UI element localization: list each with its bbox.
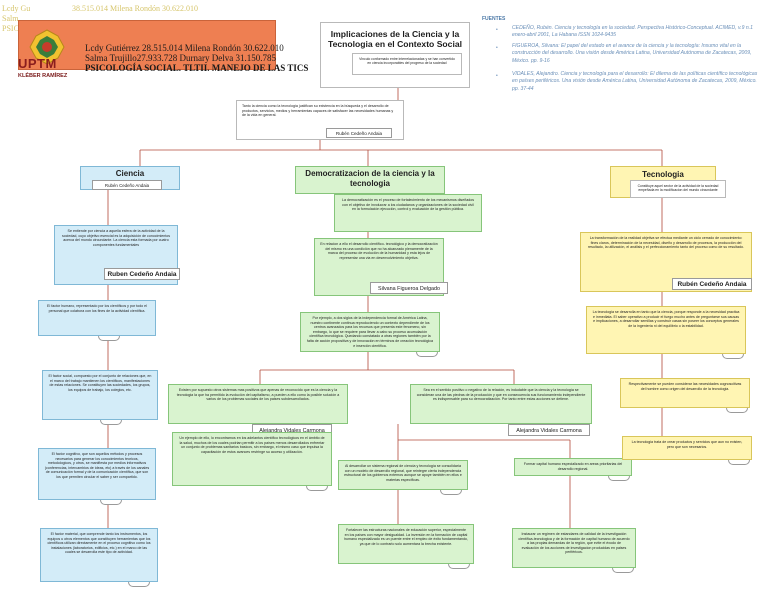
democratizacion-node-2-text: En relacion a ello el desarrollo científ… [320, 242, 438, 260]
central-sub: Vinculo conformado entre interrelacionad… [352, 53, 462, 75]
ciencia-title-text: Ciencia [115, 169, 145, 178]
central-title: Implicaciones de la Ciencia y la Tecnolo… [327, 29, 463, 49]
ciencia-node-4: El factor cognitivo, que son aquellos mé… [38, 448, 156, 500]
tecnologia-node-3-text: Respectivamente se pueden considerar las… [628, 382, 742, 391]
header-line-3: PSICOLOGÍA SOCIAL. TLTII. MANEJO DE LAS … [85, 63, 309, 73]
node-tab [100, 420, 122, 425]
header-shadow-2: Salm [2, 14, 19, 23]
ciencia-node-2-text: El factor humano, representado por los c… [47, 304, 147, 313]
ciencia-node-3-text: El factor social, compuesto por el conju… [48, 374, 152, 392]
ciencia-node-1-author: Ruben Cedeño Andaia [104, 268, 180, 280]
uptm-logo-icon [29, 29, 65, 65]
intro-text: Tanto la ciencia como la tecnología just… [242, 104, 394, 118]
source-item-1: CEDEÑO, Rubén. Ciencia y tecnología en l… [512, 25, 753, 39]
node-tab [100, 500, 122, 505]
node-tab [98, 336, 120, 341]
header-line-2: Salma Trujillo27.933.728 Durnary Delva 3… [85, 53, 276, 63]
tecnologia-node-4: La tecnologia trata de crear productos y… [622, 436, 752, 460]
tecnologia-node-4-text: La tecnologia trata de crear productos y… [631, 440, 743, 449]
democratizacion-node-5b: Al desarrollar un sistema regional de ci… [338, 460, 468, 490]
node-tab [448, 564, 470, 569]
democratizacion-title-text: Democratizacion de la ciencia y la tecno… [305, 169, 435, 188]
tecnologia-node-2-text: La tecnologia se desarrolla en tanto que… [592, 310, 740, 328]
democratizacion-node-5c: Formar capital humano especializado en a… [514, 458, 632, 476]
democratizacion-node-3: Por ejemplo, a dos siglos de la independ… [300, 312, 440, 352]
intro-author: Rubén Cedeño Andaia [326, 128, 392, 138]
header-shadow-1: Lcdy Gu [2, 4, 31, 13]
ciencia-title-author: Rubén Cedeño Andaia [92, 180, 162, 190]
node-tab [440, 490, 462, 495]
democratizacion-node-6a: Fortalecer las estructuras nacionales de… [338, 524, 474, 564]
democratizacion-node-1-text: La democratización es el proceso de fort… [341, 198, 475, 212]
node-tab [726, 408, 748, 413]
source-item-3: VIDALES, Alejandro. Ciencia y tecnología… [512, 71, 758, 92]
logo-wordmark: UPTM [18, 56, 57, 71]
bullet-icon: • [496, 45, 498, 51]
democratizacion-node-6a-text: Fortalecer las estructuras nacionales de… [344, 528, 468, 546]
democratizacion-node-5a-text: Un ejemplo de ello, lo encontramos en lo… [179, 436, 325, 454]
democratizacion-node-4b: Sea en el sentido positivo o negativo de… [410, 384, 592, 424]
democratizacion-node-4b-text: Sea en el sentido positivo o negativo de… [416, 388, 586, 402]
ciencia-node-2: El factor humano, representado por los c… [38, 300, 156, 336]
democratizacion-node-2-author: Silvana Figueroa Delgado [370, 282, 448, 294]
node-tab [128, 582, 150, 587]
sources-title: FUENTES [482, 16, 506, 22]
democratizacion-title: Democratizacion de la ciencia y la tecno… [295, 166, 445, 194]
ciencia-node-1-text: Se entiende por ciencia a aquella esfera… [61, 229, 171, 247]
ciencia-node-4-text: El factor cognitivo, que son aquellos mé… [44, 452, 150, 479]
source-item-2: FIGUEROA, Silvana: El papel del estado e… [512, 43, 752, 64]
logo-subtitle: KLÉBER RAMÍREZ [18, 73, 68, 79]
democratizacion-node-3-text: Por ejemplo, a dos siglos de la independ… [306, 316, 434, 348]
tecnologia-node-1-text: La transformación de la realidad objetiv… [587, 236, 745, 250]
header-shadow-tail: 38.515.014 Milena Rondón 30.622.010 [72, 4, 198, 13]
democratizacion-node-4b-author: Alejandra Vidales Carmona [508, 424, 590, 436]
tecnologia-node-3: Respectivamente se pueden considerar las… [620, 378, 750, 408]
ciencia-node-5-text: El factor material, que comprende tanto … [47, 532, 151, 555]
democratizacion-node-1: La democratización es el proceso de fort… [334, 194, 482, 232]
democratizacion-node-6b: Instaurar un regimen de estandares de ca… [512, 528, 636, 568]
democratizacion-node-4a: Existen por supuesto otros sistemas mas … [168, 384, 348, 424]
ciencia-node-5: El factor material, que comprende tanto … [40, 528, 158, 582]
democratizacion-node-5b-text: Al desarrollar un sistema regional de ci… [344, 464, 462, 482]
democratizacion-node-5c-text: Formar capital humano especializado en a… [523, 462, 623, 471]
node-tab [722, 354, 744, 359]
node-tab [612, 568, 634, 573]
node-tab [608, 476, 630, 481]
democratizacion-node-5a: Un ejemplo de ello, lo encontramos en lo… [172, 432, 332, 486]
tecnologia-title-text: Tecnologia [642, 170, 684, 179]
tecnologia-node-2: La tecnologia se desarrolla en tanto que… [586, 306, 746, 354]
democratizacion-node-4a-text: Existen por supuesto otros sistemas mas … [176, 388, 340, 402]
ciencia-node-3: El factor social, compuesto por el conju… [42, 370, 158, 420]
node-tab [728, 460, 750, 465]
header-line-1: Lcdy Gutiérrez 28.515.014 Milena Rondón … [85, 43, 284, 53]
header-shadow-3: PSICOL [2, 24, 30, 33]
tecnologia-title-sub: Constituye aquel sector de la actividad … [630, 180, 726, 198]
tecnologia-node-1-author: Rubén Cedeño Andaia [672, 278, 752, 290]
node-tab [306, 486, 328, 491]
bullet-icon: • [496, 27, 498, 33]
bullet-icon: • [496, 73, 498, 79]
democratizacion-node-6b-text: Instaurar un regimen de estandares de ca… [518, 532, 630, 555]
node-tab [416, 352, 438, 357]
